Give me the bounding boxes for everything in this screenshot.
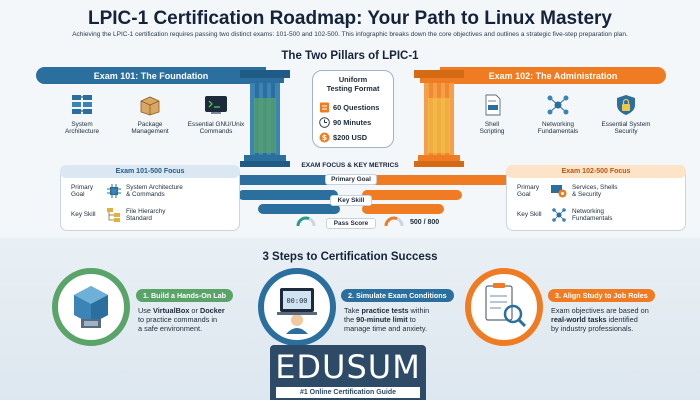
topic-system-security: Essential System Security bbox=[590, 94, 662, 136]
terminal-icon bbox=[205, 96, 227, 114]
focus-102-skill-key: Key Skill bbox=[517, 211, 542, 218]
questions-row: 60 Questions bbox=[319, 102, 379, 113]
pillars-section-title: The Two Pillars of LPIC-1 bbox=[281, 50, 419, 62]
bar-blue-mid bbox=[238, 190, 338, 200]
metrics-title: EXAM FOCUS & KEY METRICS bbox=[301, 162, 399, 169]
folder-tree-icon bbox=[107, 208, 120, 222]
exam-101-band: Exam 101: The Foundation bbox=[36, 67, 266, 84]
bar-orange-primary-goal bbox=[362, 175, 510, 185]
duration-row: 90 Minutes bbox=[319, 117, 371, 128]
page-title: LPIC-1 Certification Roadmap: Your Path … bbox=[88, 8, 612, 29]
exam-101-focus-card: Exam 101-500 Focus Primary Goal System A… bbox=[60, 165, 240, 231]
focus-101-goal-value: System Architecture & Commands bbox=[126, 184, 183, 199]
topic-label: System Architecture bbox=[64, 121, 100, 136]
chip-icon bbox=[107, 184, 121, 198]
clock-icon bbox=[319, 117, 330, 128]
focus-101-title: Exam 101-500 Focus bbox=[60, 165, 240, 178]
topic-label: Package Management bbox=[131, 121, 169, 136]
topic-label: Essential System Security bbox=[601, 121, 651, 136]
topic-label: Shell Scripting bbox=[479, 121, 505, 136]
testing-format-card: Uniform Testing Format 60 Questions 90 M… bbox=[312, 70, 394, 148]
pillar-orange-column bbox=[414, 70, 464, 167]
exam-102-focus-card: Exam 102-500 Focus Primary Goal Services… bbox=[506, 165, 686, 231]
step-3-pill: 3. Align Study to Job Roles bbox=[548, 289, 655, 302]
bar-orange-key-skill bbox=[362, 204, 444, 214]
step-3-circle bbox=[465, 268, 543, 346]
bar-orange-mid bbox=[362, 190, 462, 200]
exam-price: $200 USD bbox=[333, 133, 368, 142]
brand-name: EDUSUM bbox=[275, 348, 421, 386]
pass-score-label: Pass Score bbox=[326, 218, 376, 229]
step-3-text: Exam objectives are based on real-world … bbox=[551, 306, 649, 334]
bar-blue-key-skill bbox=[258, 204, 340, 214]
steps-section-title: 3 Steps to Certification Success bbox=[262, 251, 438, 263]
page-subtitle: Achieving the LPIC-1 certification requi… bbox=[72, 31, 628, 38]
focus-102-title: Exam 102-500 Focus bbox=[506, 165, 686, 178]
step-1-circle bbox=[52, 268, 130, 346]
document-icon bbox=[320, 102, 329, 113]
brand-tagline: #1 Online Certification Guide bbox=[276, 387, 420, 398]
gauge-orange-icon bbox=[384, 216, 404, 227]
focus-101-skill-key: Key Skill bbox=[71, 211, 96, 218]
key-skill-label: Key Skill bbox=[330, 195, 372, 206]
step-1-pill: 1. Build a Hands-On Lab bbox=[136, 289, 234, 302]
package-box-icon bbox=[140, 96, 160, 116]
svg-text:00:00: 00:00 bbox=[286, 297, 307, 305]
virtual-machine-icon bbox=[74, 286, 108, 328]
topic-networking-fundamentals: Networking Fundamentals bbox=[528, 94, 588, 136]
topic-package-management: Package Management bbox=[120, 94, 180, 136]
gauge-teal-icon bbox=[296, 216, 316, 227]
focus-101-goal-key: Primary Goal bbox=[71, 184, 94, 199]
topic-system-architecture: System Architecture bbox=[52, 94, 112, 136]
pass-score-value: 500 / 800 bbox=[410, 219, 440, 226]
topic-gnu-unix-commands: Essential GNU/Unix Commands bbox=[180, 94, 252, 136]
network-nodes-icon bbox=[547, 95, 569, 115]
security-lock-icon bbox=[617, 95, 635, 115]
topic-shell-scripting: Shell Scripting bbox=[462, 94, 522, 136]
server-rack-icon bbox=[72, 95, 92, 114]
exam-102-band: Exam 102: The Administration bbox=[440, 67, 666, 84]
focus-102-goal-value: Services, Shells & Security bbox=[572, 184, 618, 199]
step-2-circle: 00:00 bbox=[258, 268, 336, 346]
timed-exam-icon: 00:00 bbox=[277, 288, 317, 334]
step-2-text: Take practice tests within the 90-minute… bbox=[344, 306, 430, 334]
script-file-icon bbox=[485, 94, 501, 116]
focus-102-goal-key: Primary Goal bbox=[517, 184, 540, 199]
network-hub-icon bbox=[552, 208, 566, 222]
testing-format-title: Uniform Testing Format bbox=[326, 75, 380, 93]
edusum-logo: EDUSUM #1 Online Certification Guide bbox=[270, 345, 426, 400]
primary-goal-label: Primary Goal bbox=[325, 174, 377, 185]
price-row: $ $200 USD bbox=[319, 132, 367, 143]
bar-blue-primary-goal bbox=[190, 175, 338, 185]
svg-text:$: $ bbox=[322, 133, 327, 142]
focus-101-skill-value: File Hierarchy Standard bbox=[126, 208, 166, 223]
topic-label: Networking Fundamentals bbox=[537, 121, 579, 136]
questions-count: 60 Questions bbox=[333, 103, 380, 112]
job-analysis-icon bbox=[485, 283, 527, 328]
topic-label: Essential GNU/Unix Commands bbox=[187, 121, 245, 136]
step-1-text: Use VirtualBox or Docker to practice com… bbox=[138, 306, 225, 334]
focus-102-skill-value: Networking Fundamentals bbox=[572, 208, 613, 223]
step-2-pill: 2. Simulate Exam Conditions bbox=[341, 289, 454, 302]
pillar-blue-column bbox=[240, 70, 290, 167]
settings-stack-icon bbox=[551, 185, 567, 198]
dollar-coin-icon: $ bbox=[319, 132, 330, 143]
exam-duration: 90 Minutes bbox=[333, 118, 372, 127]
